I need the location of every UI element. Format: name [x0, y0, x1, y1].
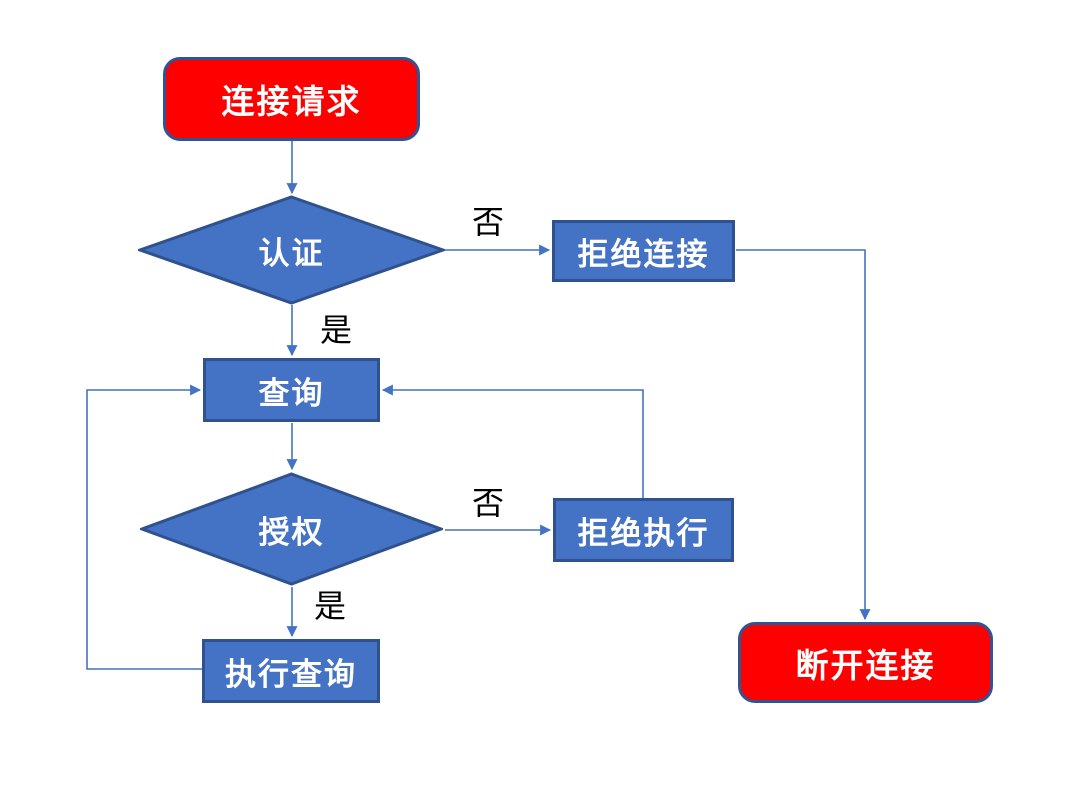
node-start-label: 连接请求: [221, 83, 362, 120]
diamond-polygon: [138, 195, 445, 305]
node-query-label: 查询: [258, 375, 325, 411]
edge-label-auth-yes: 是: [320, 312, 353, 348]
node-authorize-decision: 授权: [140, 472, 443, 586]
node-disconnect-label: 断开连接: [795, 646, 936, 684]
edge-label-authorize-no: 否: [472, 485, 505, 521]
node-execute-query: 执行查询: [202, 639, 380, 703]
node-reject-execute-label: 拒绝执行: [577, 515, 710, 551]
diamond-shape: [138, 195, 445, 305]
node-query: 查询: [203, 358, 380, 422]
node-disconnect: 断开连接: [738, 622, 993, 703]
node-auth-decision: 认证: [138, 195, 445, 305]
edge-reject-execute-back-to-query: [381, 384, 644, 498]
edge-label-authorize-yes: 是: [314, 588, 347, 624]
edge-execute-query-back-to-query: [86, 384, 202, 670]
node-auth-label: 认证: [258, 235, 325, 271]
diamond-shape: [140, 472, 443, 586]
node-reject-connect: 拒绝连接: [552, 220, 735, 282]
node-execute-query-label: 执行查询: [225, 656, 357, 692]
node-reject-connect-label: 拒绝连接: [577, 236, 710, 272]
node-authorize-label: 授权: [258, 514, 325, 550]
edge-label-auth-no: 否: [472, 204, 505, 240]
node-start: 连接请求: [163, 57, 420, 141]
node-reject-execute: 拒绝执行: [553, 498, 734, 562]
edge-reject-connect-to-disconnect: [736, 249, 871, 621]
diamond-polygon: [140, 472, 443, 586]
